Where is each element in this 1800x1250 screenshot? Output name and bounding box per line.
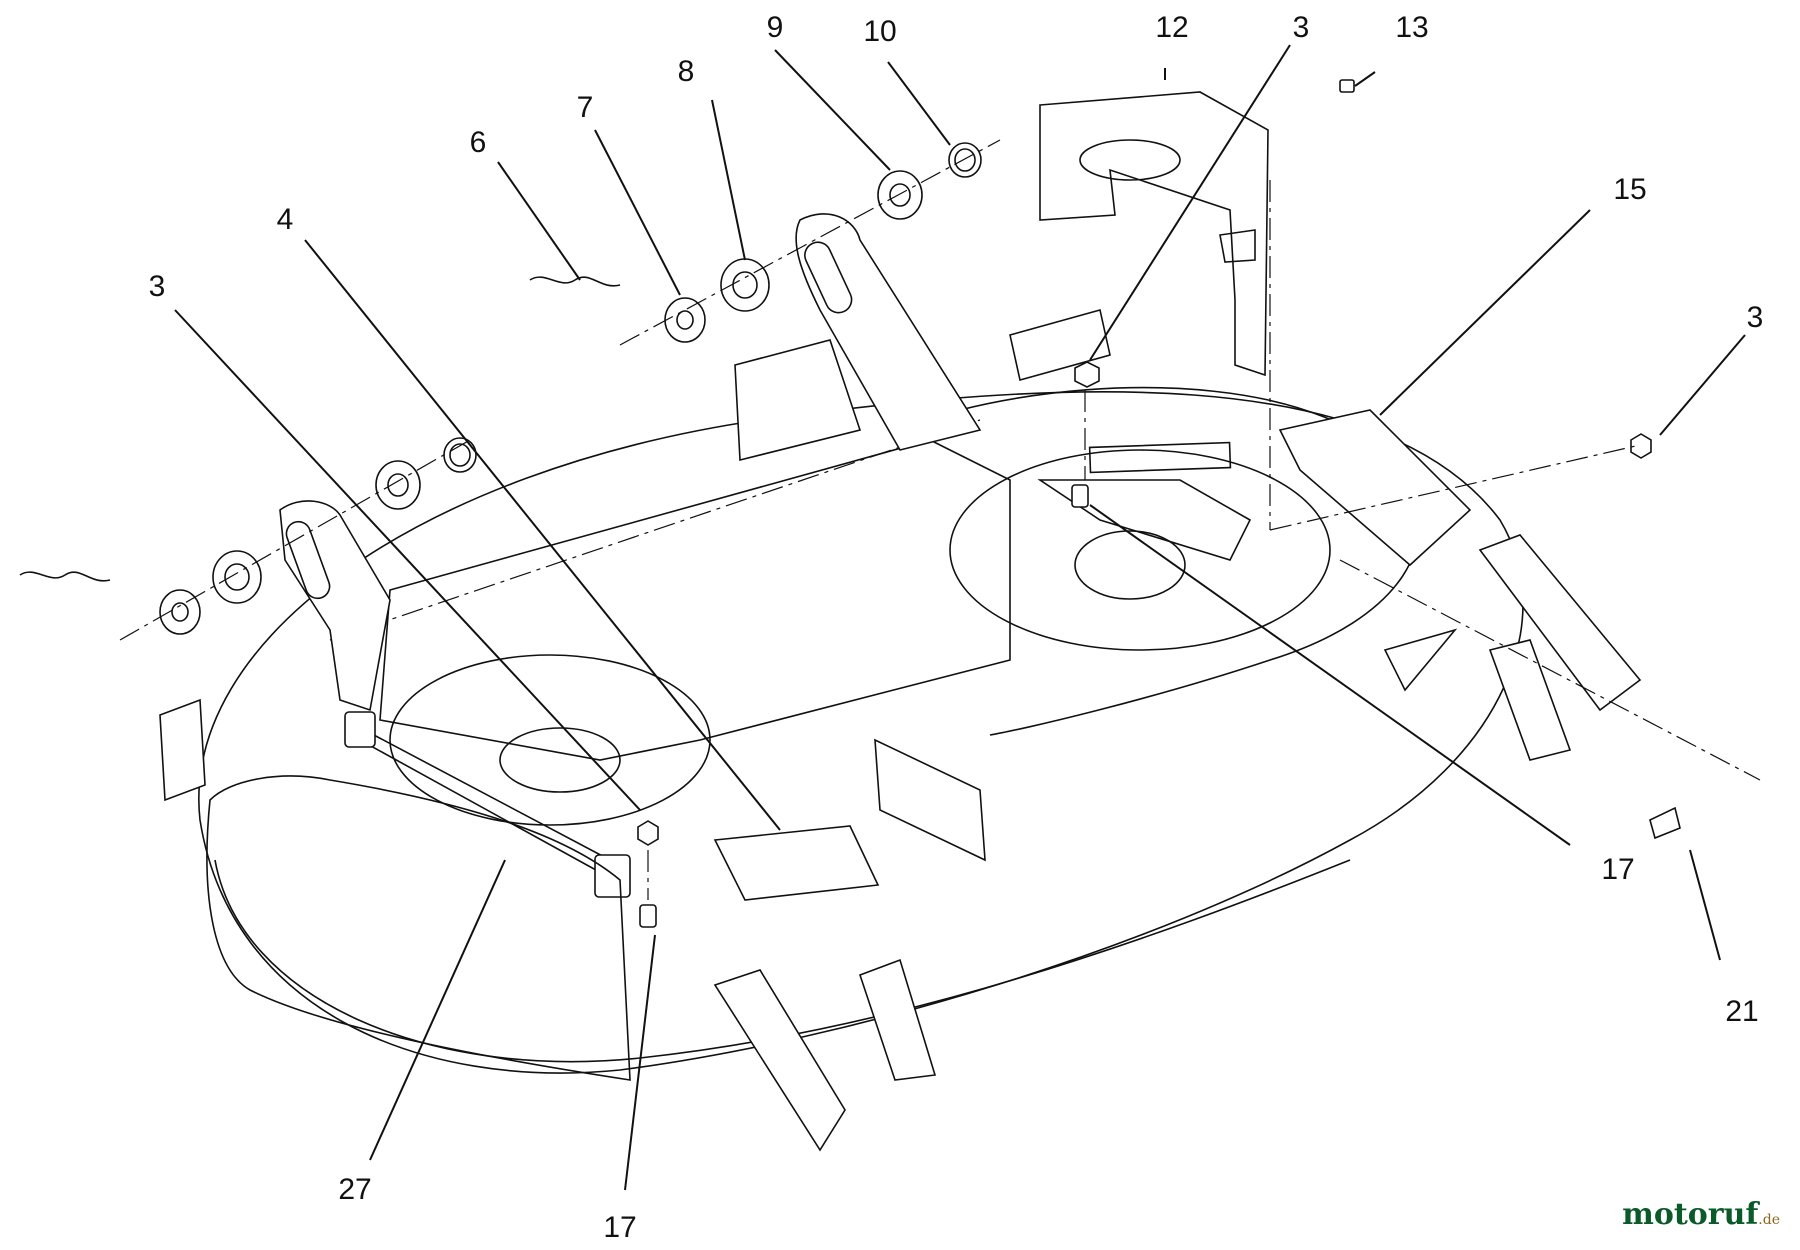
callout-17-right: 17 [1601,853,1635,886]
rear-bracket-right [734,309,1111,462]
front-hanger-brackets [159,534,1642,1152]
callout-8: 8 [677,55,695,88]
baffle-rod [206,711,631,1081]
callout-3-top: 3 [1292,11,1310,44]
callout-4: 4 [276,203,294,236]
discharge-chute [1278,409,1472,567]
callout-3-left: 3 [148,270,166,303]
watermark-main: motoruf [1622,1197,1759,1232]
rear-bracket-left [795,213,982,451]
callout-21: 21 [1725,995,1759,1028]
callout-7: 7 [576,91,594,124]
front-left-lift-arm [279,500,391,712]
callout-10: 10 [863,15,897,48]
callout-27: 27 [338,1173,372,1206]
watermark-logo: motoruf.de [1622,1197,1780,1232]
watermark-suffix: .de [1758,1212,1780,1228]
hardware-upper [529,139,1001,346]
callout-13: 13 [1395,11,1429,44]
callout-9: 9 [766,11,784,44]
shield-bracket [1039,91,1269,377]
callout-3-right: 3 [1746,301,1764,334]
mower-deck-housing [198,386,1524,1074]
callout-12: 12 [1155,11,1189,44]
callout-6: 6 [469,126,487,159]
callout-15: 15 [1613,173,1647,206]
callout-17-bottom: 17 [603,1211,637,1244]
fasteners [637,79,1761,928]
hardware-lower-left [19,437,477,641]
leader-lines [174,44,1746,1191]
